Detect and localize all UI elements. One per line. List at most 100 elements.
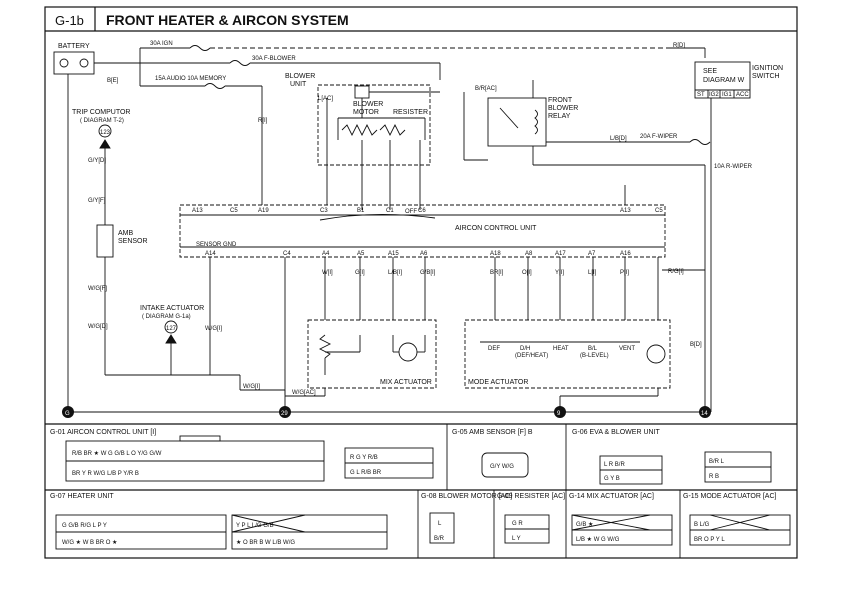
wire-label: R[I] [258, 118, 268, 124]
label-battery: BATTERY [58, 43, 90, 50]
wire-label: G/B[I] [420, 270, 436, 276]
wire-label: L/B[I] [388, 270, 402, 276]
label-mix-actuator: MIX ACTUATOR [380, 379, 432, 386]
label-ground-14: 14 [701, 411, 708, 417]
label-ig-ig2: IG2 [709, 92, 719, 98]
wire-label: W/G[D] [88, 324, 108, 330]
label-mode-def: DEF [488, 346, 500, 352]
conn-pins: B/R L [709, 459, 725, 465]
label-mode-actuator: MODE ACTUATOR [468, 379, 528, 386]
conn-pins: BR Y R W/G L/B P Y/R B [72, 471, 139, 477]
conn-pins: R/B BR ★ W G G/B L O Y/G G/W [72, 450, 162, 457]
label-trip-computor: ( DIAGRAM T-2) [80, 118, 124, 124]
label-blower-unit: UNIT [290, 81, 307, 88]
conn-pins: L/B ★ W G W/G [576, 536, 620, 543]
wire-label: G/Y[F] [88, 198, 106, 204]
label-amb-sensor: SENSOR [118, 238, 148, 245]
pin-label: C5 [230, 208, 238, 214]
diagram-labels: G-1b FRONT HEATER & AIRCON SYSTEM BATTER… [50, 12, 783, 546]
ground-node [554, 406, 566, 418]
label-blower-unit: BLOWER [285, 73, 315, 80]
wire-label: R/G[I] [668, 269, 684, 275]
ground-node [62, 406, 74, 418]
wire-label: L/B[D] [610, 136, 627, 142]
conn-pins: B/R [434, 536, 445, 542]
conn-pins: G G/B R/G L P Y [62, 523, 107, 529]
conn-pins: W/G ★ W B BR O ★ [62, 539, 117, 546]
pin-label: C4 [283, 251, 291, 257]
pin-label: A4 [322, 251, 330, 257]
label-blower-motor: BLOWER [353, 101, 383, 108]
wire-label: O[I] [522, 270, 532, 276]
label-mode-bilevel: (B-LEVEL) [580, 353, 609, 359]
pin-label: C3 [320, 208, 328, 214]
label-blower-motor: MOTOR [353, 109, 379, 116]
conn-header-g06: G-06 EVA & BLOWER UNIT [572, 429, 661, 436]
wire-label: L[AC] [318, 96, 333, 102]
wire-label: P[I] [620, 270, 629, 276]
conn-pins: G/Y W/G [490, 464, 514, 470]
conn-header-g01: G-01 AIRCON CONTROL UNIT [I] [50, 429, 156, 436]
label-trip-num: 123 [100, 130, 111, 136]
page-code: G-1b [55, 13, 84, 28]
conn-pins: BR O P Y L [694, 537, 725, 543]
wire-label: G[I] [355, 270, 365, 276]
conn-pins: L Y [512, 536, 521, 542]
pin-label: A13 [620, 208, 631, 214]
pin-label: B1 [357, 208, 365, 214]
label-sensor-gnd: SENSOR GND [196, 242, 237, 248]
label-fuse-audio: 15A AUDIO 10A MEMORY [155, 76, 226, 82]
pin-label: A8 [525, 251, 533, 257]
wire-label: Y[I] [555, 270, 564, 276]
pin-label: A14 [205, 251, 216, 257]
label-see-diagram: DIAGRAM W [703, 77, 745, 84]
wire-label: B/R[AC] [475, 86, 497, 92]
label-mode-dh: D/H [520, 346, 530, 352]
conn-pins: L R B/R [604, 462, 625, 468]
pin-label: A7 [588, 251, 596, 257]
label-ig-ig1: IG1 [722, 92, 732, 98]
conn-pins: G L R/B BR [350, 470, 382, 476]
label-ignition-switch: IGNITION [752, 65, 783, 72]
wire-label: B[E] [107, 78, 119, 84]
conn-header-g15: G-15 MODE ACTUATOR [AC] [683, 493, 777, 500]
pin-label: C6 [418, 208, 426, 214]
pin-label: A15 [388, 251, 399, 257]
pin-label: C1 [386, 208, 394, 214]
label-resister: RESISTER [393, 109, 428, 116]
pin-label: C5 [655, 208, 663, 214]
label-intake-actuator: INTAKE ACTUATOR [140, 305, 204, 312]
label-front-blower-relay: BLOWER [548, 105, 578, 112]
conn-header-g07: G-07 HEATER UNIT [50, 493, 114, 500]
pin-label: A18 [490, 251, 501, 257]
wire-label: B[D] [690, 342, 702, 348]
wire-label: W/G[AC] [292, 390, 316, 396]
label-aircon-control-unit: AIRCON CONTROL UNIT [455, 225, 537, 232]
label-ig-acc: ACC [736, 92, 749, 98]
ground-node [279, 406, 291, 418]
label-mode-heat: HEAT [553, 346, 569, 352]
conn-pins: B L/G [694, 522, 710, 528]
conn-pins: G Y B [604, 476, 620, 482]
wire-label: BR[I] [490, 270, 504, 276]
label-intake-actuator: ( DIAGRAM G-1a) [142, 314, 191, 320]
wire-label: W/G[I] [205, 326, 222, 332]
conn-header-g08: G-08 BLOWER MOTOR [AC] [421, 493, 512, 500]
label-ignition-switch: SWITCH [752, 73, 780, 80]
label-fuse-f-wiper: 20A F-WIPER [640, 134, 678, 140]
label-mode-bl: B/L [588, 346, 598, 352]
pin-label: A17 [555, 251, 566, 257]
label-front-blower-relay: RELAY [548, 113, 571, 120]
pin-label: A19 [258, 208, 269, 214]
label-off: OFF [405, 209, 417, 215]
conn-pins: R B [709, 474, 719, 480]
label-mode-vent: VENT [619, 346, 635, 352]
page-title: FRONT HEATER & AIRCON SYSTEM [106, 12, 349, 28]
label-fuse-30a-blower: 30A F-BLOWER [252, 56, 296, 62]
wire-label: R[D] [673, 43, 685, 49]
pin-label: A5 [357, 251, 365, 257]
conn-header-g14: G-14 MIX ACTUATOR [AC] [569, 493, 654, 500]
label-mode-defheat: (DEF/HEAT) [515, 353, 548, 359]
